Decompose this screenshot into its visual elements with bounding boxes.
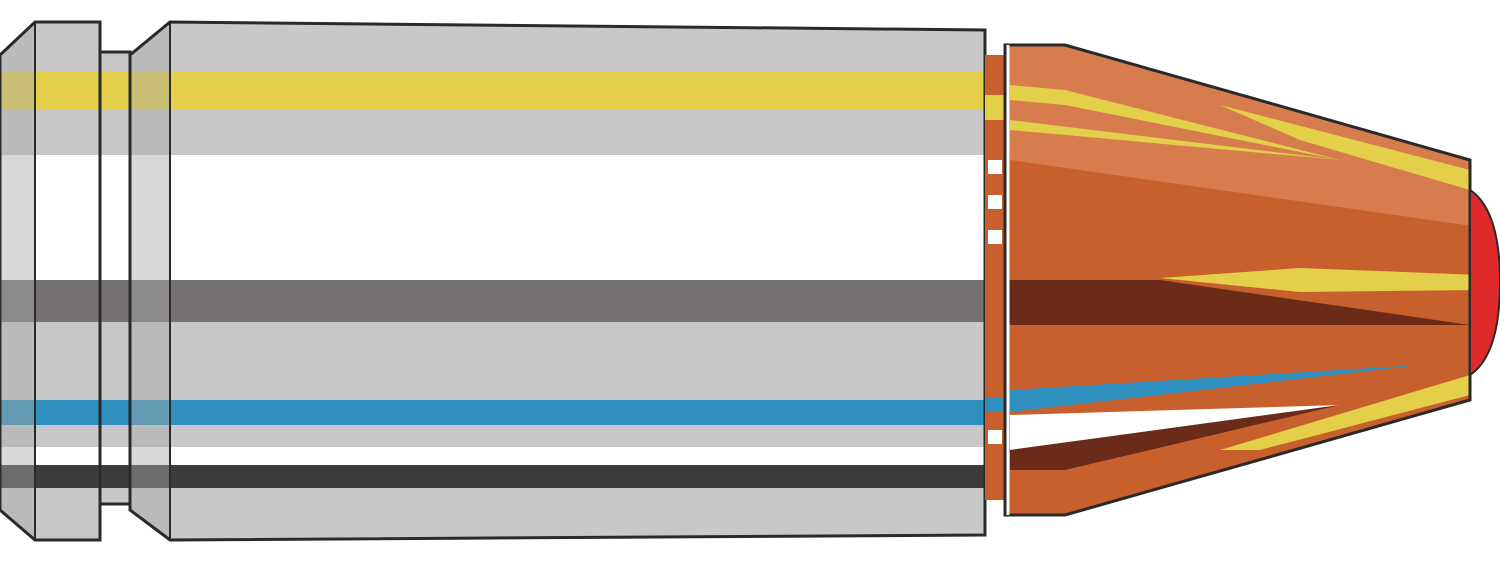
bullet (1005, 45, 1470, 515)
case-body (130, 22, 985, 540)
bullet-outline (1003, 43, 1472, 517)
case-rim (0, 22, 100, 540)
crimp-band (985, 55, 1005, 500)
bullet-tip (1469, 188, 1500, 377)
